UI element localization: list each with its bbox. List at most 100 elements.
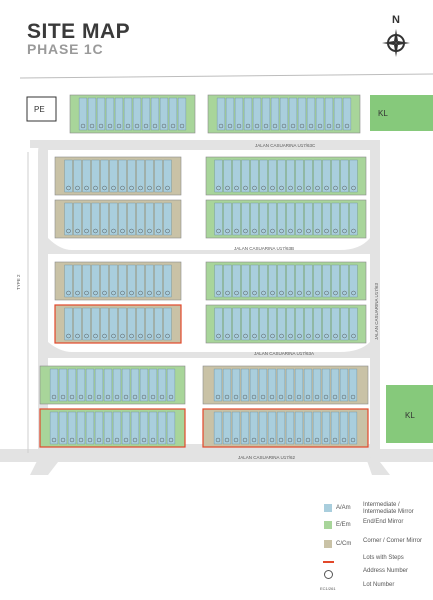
address-marker [279,333,284,339]
address-marker [324,185,329,191]
address-marker [152,123,158,129]
address-marker [225,228,230,234]
address-marker [132,437,138,443]
lot-unit [85,368,95,402]
address-marker [147,290,152,296]
lot-unit [279,97,289,131]
lot-unit [258,368,268,402]
lot-unit [216,97,226,131]
address-marker [168,394,174,400]
address-marker [260,394,266,400]
address-marker [243,228,248,234]
lot-unit [64,307,73,341]
address-marker [107,123,113,129]
lot-unit [241,202,250,236]
address-marker [66,333,71,339]
address-marker [114,394,120,400]
lot-unit [241,307,250,341]
address-marker [69,394,75,400]
lot-unit [121,411,131,445]
address-marker [324,290,329,296]
lot-unit [243,97,253,131]
compass: N [382,14,410,58]
lot-unit [250,264,259,298]
address-marker [341,394,347,400]
address-marker [159,394,165,400]
address-marker [333,290,338,296]
lot-unit [130,368,140,402]
lot-unit [331,264,340,298]
pe-label: PE [34,105,45,114]
lot-unit [127,264,136,298]
lot-unit [304,307,313,341]
address-marker [216,290,221,296]
address-marker [324,228,329,234]
lot-unit [214,159,223,193]
address-marker [243,290,248,296]
lot-unit [82,159,91,193]
lot-unit [295,202,304,236]
address-marker [105,437,111,443]
lot-unit [231,411,241,445]
lot-unit [154,202,163,236]
lot-unit [127,307,136,341]
lot-unit [241,159,250,193]
lot-unit [324,97,334,131]
lot-unit [58,411,68,445]
address-marker [306,228,311,234]
address-marker [297,185,302,191]
lot-unit [82,264,91,298]
address-marker [314,437,320,443]
address-marker [215,437,221,443]
lot-unit [73,159,82,193]
address-marker [134,123,140,129]
legend-text-corner: Corner / Corner Mirror [363,538,423,544]
lot-unit [234,97,244,131]
lot-unit [163,159,172,193]
address-marker [138,228,143,234]
legend-row-intermediate: A/Am Intermediate / Intermediate Mirror [318,502,430,518]
address-marker [111,333,116,339]
lot-unit [340,307,349,341]
lot-unit [313,159,322,193]
address-marker [287,437,293,443]
address-marker [75,333,80,339]
lot-unit [64,202,73,236]
lot-unit [73,264,82,298]
lot-unit [114,97,124,131]
lot-unit [315,97,325,131]
lot-unit [321,411,331,445]
lot-unit [276,411,286,445]
lot-unit [109,307,118,341]
lot-unit [154,307,163,341]
address-marker [93,290,98,296]
lot-unit [258,411,268,445]
lot-unit [166,368,176,402]
address-marker [96,394,102,400]
lot-unit [330,368,340,402]
address-marker [150,437,156,443]
lot-unit [222,411,232,445]
lot-unit [268,307,277,341]
address-marker [125,123,131,129]
lot-unit [136,159,145,193]
address-marker [129,333,134,339]
lot-unit [76,411,86,445]
lot-unit [241,264,250,298]
address-marker [350,437,356,443]
address-marker [270,185,275,191]
address-marker [279,228,284,234]
address-marker [315,228,320,234]
legend-code-lot: EC1/261 [320,586,336,591]
road-label-left: TYPE 2 [16,274,21,290]
address-marker [75,185,80,191]
address-marker [89,123,95,129]
address-marker [215,394,221,400]
legend-text-lot: Lot Number [363,582,395,588]
road-r1 [40,143,375,150]
lot-unit [340,264,349,298]
address-marker [80,123,86,129]
lot-unit [250,159,259,193]
lot-unit [214,202,223,236]
lot-unit [267,411,277,445]
